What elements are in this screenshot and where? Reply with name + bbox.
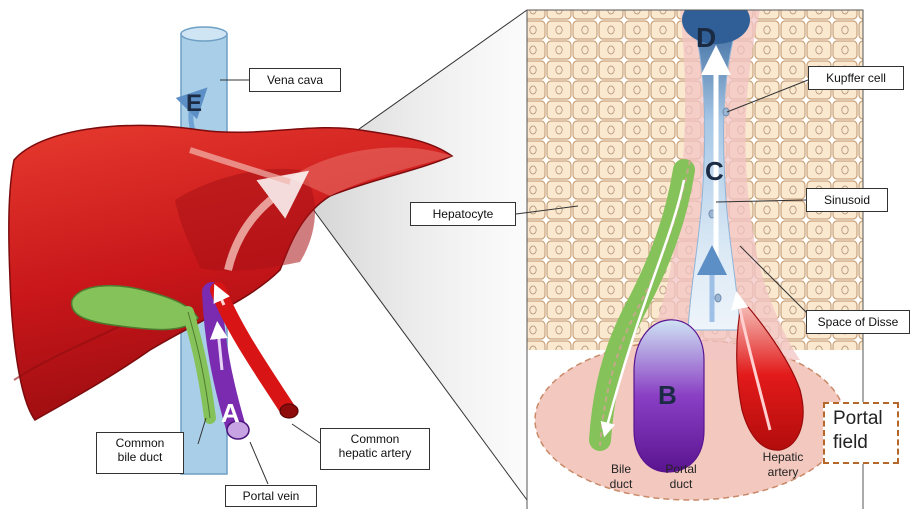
- label-portal-vein: Portal vein: [225, 485, 317, 507]
- letter-d: D: [696, 24, 716, 52]
- label-hepatic-artery: Hepatic artery: [756, 450, 810, 480]
- label-bile-duct-line2: duct: [600, 477, 642, 492]
- label-portal-field-line1: Portal: [833, 407, 889, 431]
- label-kupffer-cell: Kupffer cell: [808, 66, 904, 90]
- label-portal-duct-line1: Portal: [656, 462, 706, 477]
- kupffer-cell-dot-3: [715, 294, 721, 302]
- label-bile-duct-line1: Bile: [600, 462, 642, 477]
- label-common-bile-duct-line2: bile duct: [103, 450, 177, 464]
- label-bile-duct: Bile duct: [600, 462, 642, 492]
- label-sinusoid: Sinusoid: [806, 188, 888, 212]
- leader-portal-vein: [250, 442, 268, 484]
- leader-common-hepatic-artery: [292, 424, 320, 443]
- letter-b: B: [658, 382, 677, 408]
- label-common-bile-duct: Common bile duct: [96, 432, 184, 474]
- label-vena-cava: Vena cava: [249, 68, 341, 92]
- label-common-hepatic-artery-line1: Common: [327, 432, 423, 446]
- label-hepatocyte: Hepatocyte: [410, 202, 516, 226]
- label-portal-duct-line2: duct: [656, 477, 706, 492]
- label-hepatic-artery-line1: Hepatic: [756, 450, 810, 465]
- label-hepatic-artery-line2: artery: [756, 465, 810, 480]
- label-common-hepatic-artery-line2: hepatic artery: [327, 446, 423, 460]
- label-portal-field-line2: field: [833, 431, 889, 455]
- label-portal-field: Portal field: [823, 402, 899, 464]
- label-common-bile-duct-line1: Common: [103, 436, 177, 450]
- label-space-of-disse: Space of Disse: [806, 310, 910, 334]
- letter-c: C: [705, 158, 724, 184]
- label-common-hepatic-artery: Common hepatic artery: [320, 428, 430, 470]
- label-portal-duct: Portal duct: [656, 462, 706, 492]
- letter-a: A: [221, 400, 240, 426]
- letter-e: E: [186, 92, 202, 116]
